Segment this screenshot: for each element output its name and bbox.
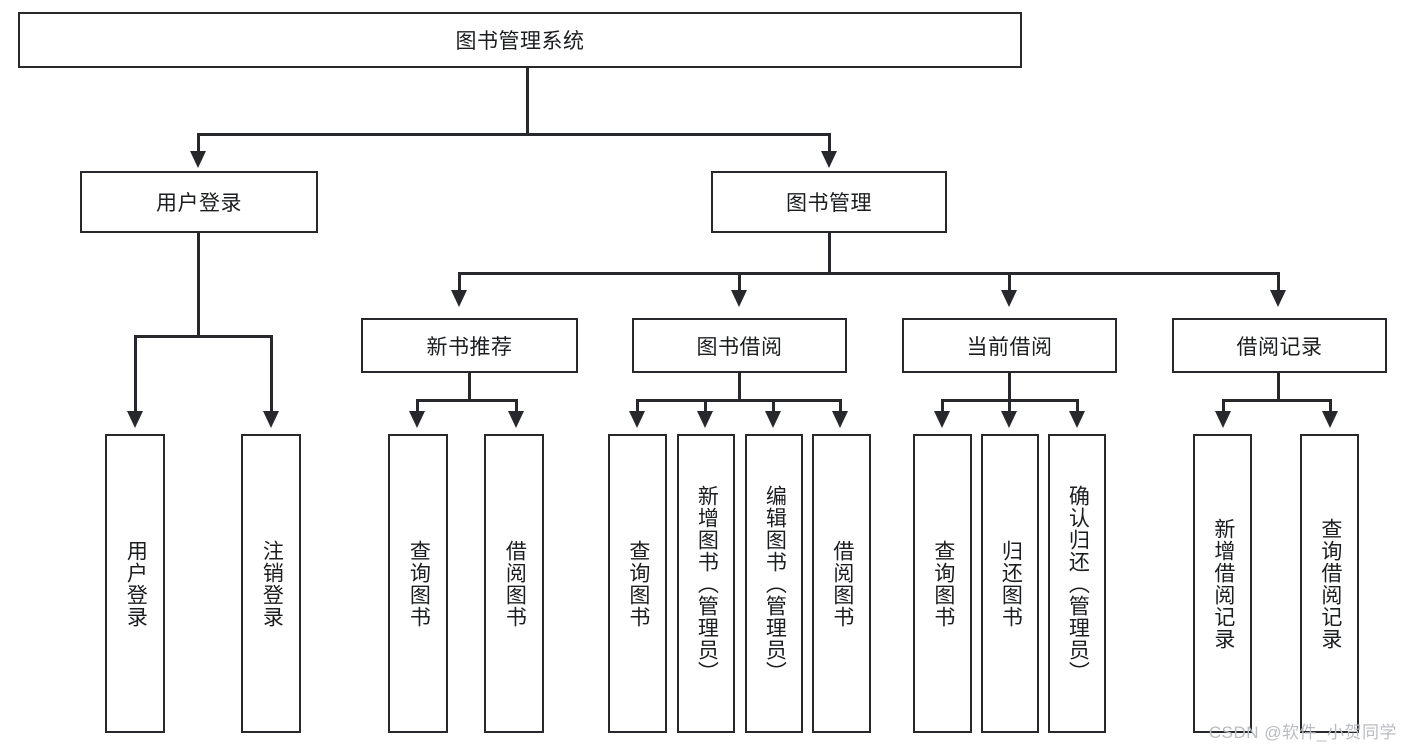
node-label: 借阅图书 — [503, 539, 527, 628]
edge-root-bus — [197, 133, 831, 136]
node-label: 查询借阅记录 — [1318, 517, 1342, 650]
node-label: 当前借阅 — [966, 335, 1053, 359]
arrowhead-user-login-leaf-1 — [127, 411, 143, 428]
edge-user-login-to-leaf-2 — [270, 335, 273, 413]
arrowhead-new-book-leaf-1 — [409, 411, 425, 428]
node-label: 查询图书 — [626, 539, 650, 628]
node-label: 图书管理系统 — [455, 30, 585, 53]
edge-br-to-leaf-1 — [1222, 399, 1225, 413]
edge-bb-to-leaf-3 — [772, 399, 775, 413]
leaf-new-book-borrow-book[interactable]: 借阅图书 — [484, 434, 544, 733]
node-label: 查询图书 — [931, 539, 955, 628]
edge-bb-to-leaf-1 — [636, 399, 639, 413]
edge-root-to-book-management — [828, 133, 831, 153]
leaf-book-borrow-add-book-admin[interactable]: 新增图书（管理员） — [677, 434, 735, 733]
arrowhead-br-leaf-2 — [1322, 411, 1338, 428]
edge-cb-to-leaf-3 — [1076, 399, 1079, 413]
leaf-user-login-logout[interactable]: 注销登录 — [241, 434, 301, 733]
leaf-new-book-query-book[interactable]: 查询图书 — [388, 434, 448, 733]
edge-root-stem — [526, 68, 529, 135]
edge-book-management-stem — [828, 233, 831, 274]
edge-borrow-record-bus — [1222, 399, 1332, 402]
edge-book-borrow-bus — [636, 399, 842, 402]
edge-new-book-to-leaf-1 — [416, 399, 419, 413]
node-label: 注销登录 — [260, 539, 284, 628]
node-book-borrow[interactable]: 图书借阅 — [632, 318, 847, 373]
arrowhead-bm-borrow-record — [1270, 290, 1286, 307]
node-label: 新增图书（管理员） — [695, 484, 719, 683]
leaf-borrow-record-query-record[interactable]: 查询借阅记录 — [1300, 434, 1359, 733]
edge-bb-to-leaf-2 — [704, 399, 707, 413]
edge-user-login-stem — [197, 233, 200, 337]
edge-new-book-to-leaf-2 — [515, 399, 518, 413]
node-label: 新书推荐 — [426, 335, 513, 359]
node-label: 借阅图书 — [830, 539, 854, 628]
arrowhead-new-book-leaf-2 — [508, 411, 524, 428]
arrowhead-bb-leaf-2 — [697, 411, 713, 428]
arrowhead-bb-leaf-3 — [765, 411, 781, 428]
node-current-borrow[interactable]: 当前借阅 — [902, 318, 1117, 373]
edge-bm-to-book-borrow — [738, 272, 741, 292]
node-new-book-recommend[interactable]: 新书推荐 — [361, 318, 578, 373]
leaf-current-borrow-query-book[interactable]: 查询图书 — [913, 434, 972, 733]
arrowhead-cb-leaf-3 — [1069, 411, 1085, 428]
node-root-book-management-system[interactable]: 图书管理系统 — [18, 12, 1022, 68]
leaf-book-borrow-query-book[interactable]: 查询图书 — [608, 434, 667, 733]
node-label: 用户登录 — [156, 192, 242, 215]
node-label: 图书借阅 — [696, 335, 783, 359]
edge-bm-to-borrow-record — [1277, 272, 1280, 292]
edge-root-to-user-login — [197, 133, 200, 153]
edge-new-book-bus — [416, 399, 518, 402]
leaf-current-borrow-confirm-return-admin[interactable]: 确认归还（管理员） — [1048, 434, 1106, 733]
edge-new-book-stem — [468, 373, 471, 401]
leaf-book-borrow-borrow-book[interactable]: 借阅图书 — [812, 434, 871, 733]
edge-cb-to-leaf-1 — [941, 399, 944, 413]
edge-user-login-bus — [134, 335, 273, 338]
arrowhead-root-to-user-login — [190, 151, 206, 168]
node-label: 借阅记录 — [1236, 335, 1323, 359]
edge-bm-to-current-borrow — [1008, 272, 1011, 292]
node-borrow-record[interactable]: 借阅记录 — [1172, 318, 1387, 373]
node-label: 新增借阅记录 — [1211, 517, 1235, 650]
arrowhead-bb-leaf-4 — [832, 411, 848, 428]
leaf-current-borrow-return-book[interactable]: 归还图书 — [981, 434, 1039, 733]
edge-bm-to-new-book — [458, 272, 461, 292]
edge-current-borrow-stem — [1008, 373, 1011, 401]
edge-borrow-record-stem — [1277, 373, 1280, 401]
edge-book-borrow-stem — [738, 373, 741, 401]
arrowhead-bm-book-borrow — [731, 290, 747, 307]
node-label: 用户登录 — [124, 539, 148, 628]
node-book-management[interactable]: 图书管理 — [711, 171, 947, 233]
leaf-borrow-record-add-record[interactable]: 新增借阅记录 — [1193, 434, 1252, 733]
arrowhead-cb-leaf-1 — [934, 411, 950, 428]
arrowhead-br-leaf-1 — [1215, 411, 1231, 428]
edge-br-to-leaf-2 — [1329, 399, 1332, 413]
node-label: 确认归还（管理员） — [1066, 484, 1090, 683]
arrowhead-bm-current-borrow — [1001, 290, 1017, 307]
node-label: 图书管理 — [786, 192, 872, 215]
leaf-book-borrow-edit-book-admin[interactable]: 编辑图书（管理员） — [745, 434, 803, 733]
edge-bb-to-leaf-4 — [839, 399, 842, 413]
arrowhead-root-to-book-management — [821, 151, 837, 168]
node-label: 归还图书 — [999, 539, 1023, 628]
edge-cb-to-leaf-2 — [1008, 399, 1011, 413]
arrowhead-user-login-leaf-2 — [263, 411, 279, 428]
edge-user-login-to-leaf-1 — [134, 335, 137, 413]
node-label: 查询图书 — [407, 539, 431, 628]
node-label: 编辑图书（管理员） — [763, 484, 787, 683]
leaf-user-login-login[interactable]: 用户登录 — [105, 434, 165, 733]
arrowhead-bm-new-book — [451, 290, 467, 307]
arrowhead-cb-leaf-2 — [1001, 411, 1017, 428]
node-user-login[interactable]: 用户登录 — [80, 171, 318, 233]
arrowhead-bb-leaf-1 — [629, 411, 645, 428]
edge-book-management-bus — [458, 272, 1280, 275]
